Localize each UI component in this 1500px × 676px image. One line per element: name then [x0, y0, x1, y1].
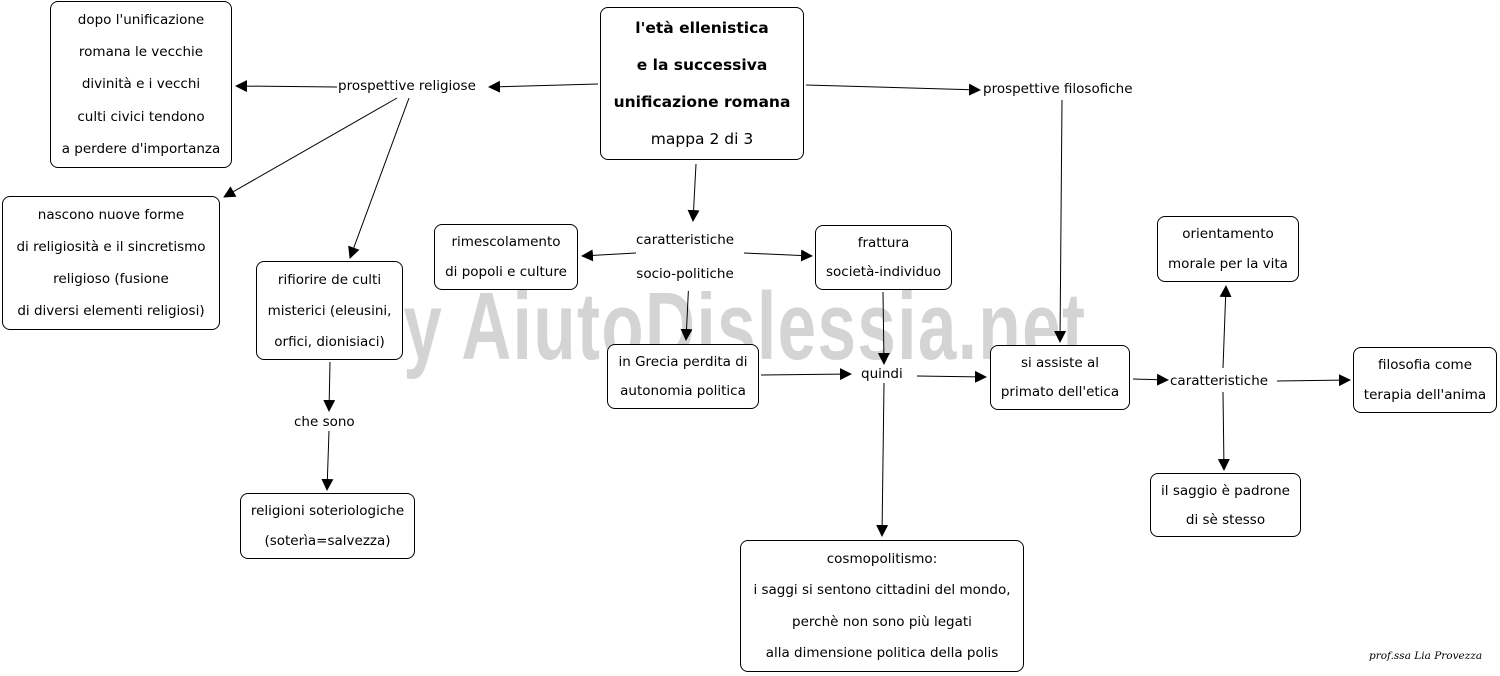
node-text-line: di religiosità e il sincretismo — [16, 239, 206, 255]
label-text: prospettive filosofiche — [983, 81, 1133, 97]
connector-arrow — [488, 80, 599, 93]
node-text-line: religioni soteriologiche — [250, 503, 405, 519]
node-text-line: di sè stesso — [1185, 511, 1266, 528]
label-therefore: quindi — [861, 366, 903, 383]
connector-arrow — [687, 163, 700, 222]
node-text-line: società-individuo — [826, 264, 941, 281]
node-text-line: il saggio è padrone — [1161, 482, 1290, 499]
label-sociopolitical-features: caratteristiche socio-politiche — [636, 223, 735, 291]
label-text: prospettive religiose — [338, 78, 476, 94]
node-text-line: rifiorire de culti — [277, 271, 382, 288]
connector-arrow — [877, 291, 890, 365]
connector-arrow — [1219, 285, 1232, 369]
label-text: che sono — [294, 414, 355, 430]
title-node: l'età ellenistica e la successiva unific… — [600, 7, 804, 160]
map-subtitle: mappa 2 di 3 — [650, 129, 754, 148]
node-philosophy-therapy: filosofia come terapia dell'anima — [1353, 347, 1497, 413]
node-mixing-peoples: rimescolamento di popoli e culture — [434, 224, 578, 290]
connector-arrow — [321, 430, 334, 491]
node-mystery-cults: rifiorire de culti misterici (eleusini, … — [256, 261, 403, 360]
label-text: caratteristiche — [636, 232, 735, 248]
label-philosophical-perspectives: prospettive filosofiche — [983, 81, 1133, 98]
connector-arrow — [1132, 373, 1169, 386]
node-text-line: terapia dell'anima — [1363, 387, 1487, 403]
node-text-line: autonomia politica — [620, 383, 746, 400]
label-features: caratteristiche — [1170, 373, 1269, 390]
node-soteriological-religions: religioni soteriologiche (soterìa=salvez… — [240, 493, 415, 559]
label-text: socio-politiche — [636, 266, 734, 282]
node-text-line: divinità e i vecchi — [81, 76, 201, 93]
node-greece-autonomy: in Grecia perdita di autonomia politica — [607, 344, 759, 409]
node-sage-self-master: il saggio è padrone di sè stesso — [1150, 473, 1301, 537]
node-text-line: orfici, dionisiaci) — [274, 333, 385, 350]
node-text-line: a perdere d'importanza — [61, 140, 221, 157]
node-text-line: orientamento — [1182, 226, 1274, 242]
node-text-line: alla dimensione politica della polis — [765, 645, 999, 662]
label-which-are: che sono — [294, 414, 355, 431]
node-text-line: rimescolamento — [451, 234, 561, 250]
node-text-line: di diversi elementi religiosi) — [17, 303, 205, 319]
node-text-line: religioso (fusione — [53, 271, 169, 287]
connector-arrow — [805, 83, 981, 96]
node-text-line: cosmopolitismo: — [826, 550, 938, 567]
node-cosmopolitanism: cosmopolitismo: i saggi si sentono citta… — [740, 540, 1024, 672]
title-line: l'età ellenistica — [635, 19, 769, 38]
node-text-line: dopo l'unificazione — [77, 12, 205, 29]
label-religious-perspectives: prospettive religiose — [338, 78, 476, 95]
node-text-line: (soterìa=salvezza) — [264, 533, 391, 549]
node-new-religious-forms: nascono nuove forme di religiosità e il … — [2, 196, 220, 330]
node-old-divinities: dopo l'unificazione romana le vecchie di… — [50, 1, 232, 168]
node-text-line: nascono nuove forme — [37, 207, 185, 223]
title-line: e la successiva — [636, 56, 768, 75]
node-text-line: culti civici tendono — [77, 108, 205, 125]
connector-arrow — [760, 368, 852, 381]
label-text: quindi — [861, 366, 903, 382]
node-text-line: perchè non sono più legati — [792, 613, 972, 630]
connector-arrow — [1054, 99, 1067, 343]
connector-arrow — [743, 249, 813, 262]
node-text-line: di popoli e culture — [445, 264, 567, 280]
title-line: unificazione romana — [613, 92, 791, 111]
connector-arrow — [1217, 391, 1230, 471]
node-text-line: si assiste al — [1020, 354, 1100, 371]
node-text-line: romana le vecchie — [78, 44, 204, 61]
node-society-individual-split: frattura società-individuo — [815, 225, 952, 290]
node-text-line: in Grecia perdita di — [618, 353, 748, 370]
node-text-line: frattura — [857, 234, 910, 251]
connector-arrow — [348, 97, 410, 259]
node-primacy-ethics: si assiste al primato dell'etica — [990, 345, 1130, 410]
connector-arrow — [876, 382, 889, 537]
node-text-line: morale per la vita — [1168, 256, 1288, 272]
node-moral-orientation: orientamento morale per la vita — [1157, 216, 1299, 282]
node-text-line: misterici (eleusini, — [267, 302, 392, 319]
connector-arrow — [581, 249, 637, 262]
node-text-line: primato dell'etica — [1000, 384, 1120, 401]
author-signature: prof.ssa Lia Provezza — [1369, 650, 1483, 662]
connector-arrow — [235, 80, 338, 93]
connector-arrow — [916, 370, 987, 383]
connector-arrow — [323, 361, 336, 412]
connector-arrow — [1276, 374, 1351, 387]
label-text: caratteristiche — [1170, 373, 1269, 389]
node-text-line: filosofia come — [1377, 357, 1472, 373]
connector-arrow — [223, 97, 398, 198]
node-text-line: i saggi si sentono cittadini del mondo, — [753, 582, 1011, 599]
